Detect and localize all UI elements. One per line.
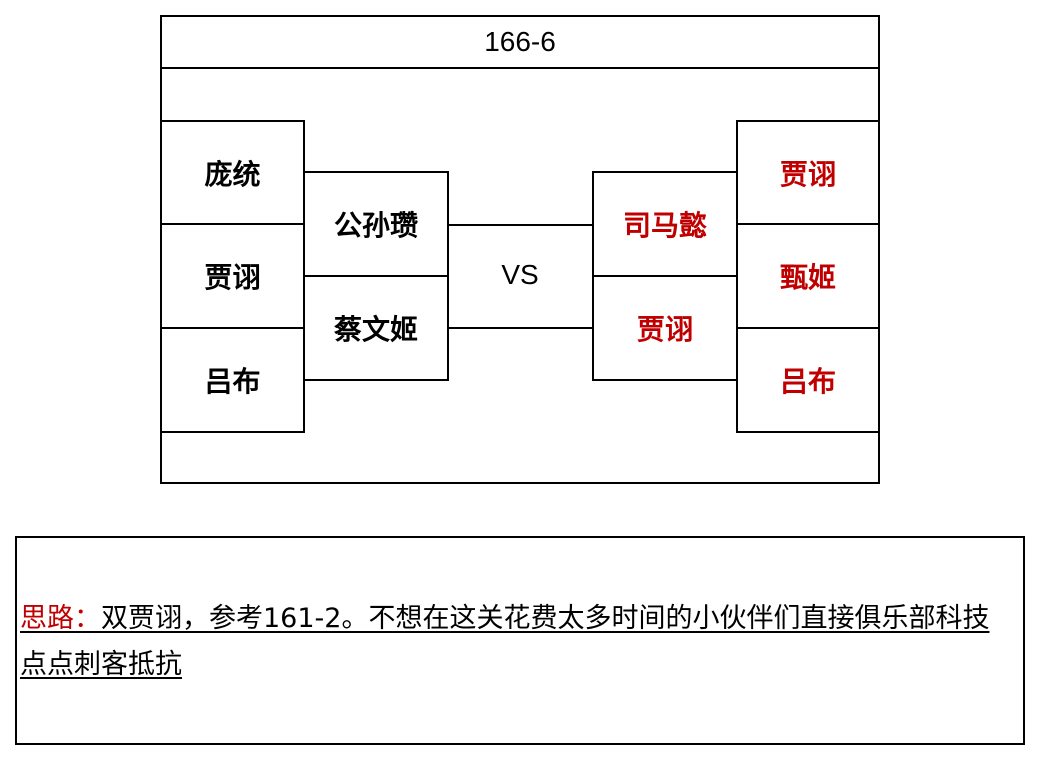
left-front-slot-1: 公孙瓒: [303, 171, 449, 277]
left-back-slot-1: 庞统: [160, 120, 305, 225]
note-box: [15, 536, 1025, 745]
level-title: 166-6: [484, 26, 556, 57]
left-front-slot-2: 蔡文姬: [303, 275, 449, 381]
right-back-slot-3: 吕布: [736, 327, 880, 433]
connector-line-top: [447, 224, 593, 226]
note-body: 双贾诩，参考161-2。不想在这关花费太多时间的小伙伴们直接俱乐部科技点点刺客抵…: [20, 603, 990, 680]
strategy-note: 思路：双贾诩，参考161-2。不想在这关花费太多时间的小伙伴们直接俱乐部科技点点…: [20, 596, 1010, 688]
left-back-slot-3: 吕布: [160, 327, 305, 433]
right-back-slot-2: 甄姬: [736, 223, 880, 329]
note-label: 思路：: [20, 603, 101, 634]
vs-label: VS: [501, 259, 539, 290]
right-front-slot-2: 贾诩: [592, 275, 738, 381]
right-back-slot-1: 贾诩: [736, 120, 880, 225]
connector-line-bottom: [447, 327, 593, 329]
right-front-slot-1: 司马懿: [592, 171, 738, 277]
left-back-slot-2: 贾诩: [160, 223, 305, 329]
title-divider: [160, 67, 880, 69]
